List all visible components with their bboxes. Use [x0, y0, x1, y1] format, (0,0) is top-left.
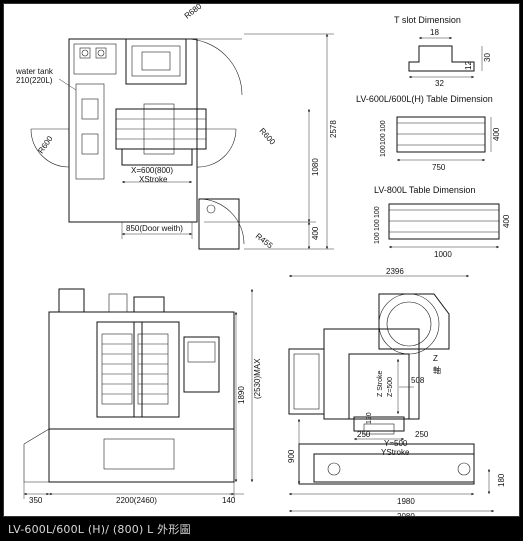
tslot-12: 12 [464, 61, 473, 70]
tslot-18: 18 [430, 28, 439, 37]
table-800-detail: LV-800L Table Dimension 100 100 100 400 … [374, 185, 511, 259]
side-view: 2396 Z 軸 Z Stroke Z=500 508 120 250 Y [287, 267, 506, 518]
side-dim-180: 180 [497, 473, 506, 487]
table800-title: LV-800L Table Dimension [374, 185, 475, 195]
radius-r600-left: R600 [36, 134, 55, 155]
side-z-stroke-label: Z Stroke [377, 370, 384, 397]
front-dim-2530: (2530)MAX [253, 358, 262, 399]
tslot-30: 30 [483, 53, 492, 62]
table600-100c: 100 [380, 145, 387, 157]
front-dim-350: 350 [29, 496, 43, 505]
table800-100a: 100 [374, 206, 381, 218]
side-dim-250a: 250 [357, 430, 371, 439]
radius-r600-right: R600 [258, 126, 278, 147]
side-dim-1980: 1980 [397, 497, 415, 506]
tslot-title: T slot Dimension [394, 15, 461, 25]
side-z-stroke-value: Z=500 [387, 377, 394, 397]
water-tank-label: water tank [15, 67, 54, 76]
table600-100b: 100 [380, 133, 387, 145]
tslot-detail: T slot Dimension 18 32 12 30 [394, 15, 492, 88]
door-width-label: 850(Door weith) [126, 224, 183, 233]
table600-100a: 100 [380, 120, 387, 132]
x-stroke-label: XStroke [139, 175, 168, 184]
side-dim-250b: 250 [415, 430, 429, 439]
side-dim-120: 120 [366, 412, 373, 424]
table800-100c: 100 [374, 232, 381, 244]
water-tank-capacity: 210(220L) [16, 76, 53, 85]
front-dim-1890: 1890 [237, 386, 246, 404]
radius-r680: R680 [183, 4, 204, 21]
top-view: water tank 210(220L) R600 R680 R600 R455… [15, 4, 338, 251]
table600-750: 750 [432, 163, 446, 172]
side-dim-2396: 2396 [386, 267, 404, 276]
side-z-label: Z [433, 354, 438, 363]
table800-1000: 1000 [434, 250, 452, 259]
radius-r455: R455 [254, 231, 275, 250]
side-dim-900: 900 [287, 449, 296, 463]
table-600-detail: LV-600L/600L(H) Table Dimension 100 100 … [356, 94, 501, 172]
table800-100b: 100 [374, 219, 381, 231]
table600-title: LV-600L/600L(H) Table Dimension [356, 94, 493, 104]
side-y-stroke-label: YStroke [381, 448, 410, 457]
front-dim-2200: 2200(2460) [116, 496, 157, 505]
x-stroke-value: X=600(800) [131, 166, 173, 175]
front-dim-140: 140 [222, 496, 236, 505]
table600-400: 400 [492, 127, 501, 141]
side-y-stroke-value: Y=500 [384, 439, 408, 448]
side-z-axis-cn: 軸 [433, 365, 441, 375]
front-view: 350 2200(2460) 140 1890 (2530)MAX [23, 288, 262, 505]
figure-caption: LV-600L/600L (H)/ (800) L 外形圖 [8, 523, 191, 536]
dim-400-top: 400 [311, 226, 320, 240]
side-dim-508: 508 [411, 376, 425, 385]
side-dim-2080: 2080 [397, 512, 415, 518]
dim-1080: 1080 [311, 158, 320, 176]
tslot-32: 32 [435, 79, 444, 88]
dim-2578: 2578 [329, 120, 338, 138]
machine-outline-drawing: water tank 210(220L) R600 R680 R600 R455… [15, 4, 511, 518]
drawing-sheet: water tank 210(220L) R600 R680 R600 R455… [3, 3, 520, 518]
table800-400: 400 [502, 214, 511, 228]
